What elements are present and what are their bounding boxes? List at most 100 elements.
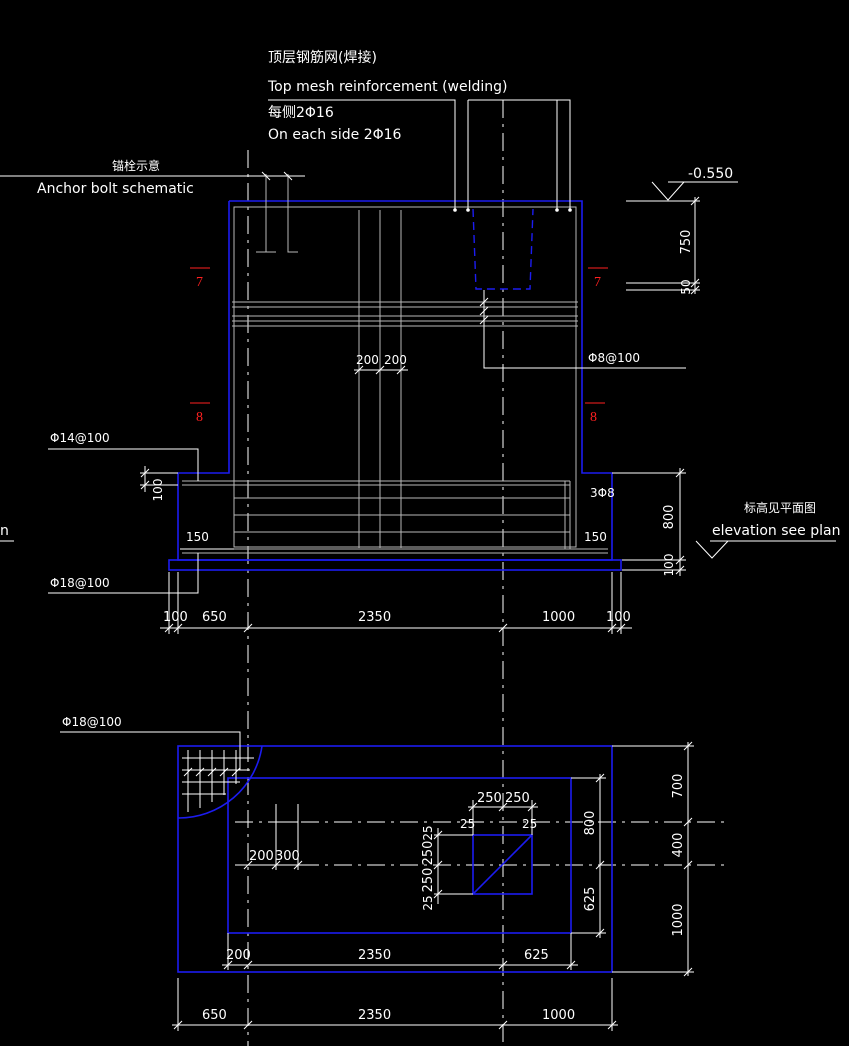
dim-tick [498,1020,508,1030]
bottom-dim-100-right: 100 [606,610,631,625]
dim-tick [683,860,693,870]
dim-tick [498,960,508,970]
section-view: 顶层钢筋网(焊接) Top mesh reinforcement (weldin… [0,49,840,634]
plan-dim-250-c: 250 [421,841,436,866]
dim-tick [243,860,253,870]
column-pocket-plan [472,834,533,895]
plan-inner-dim-625: 625 [524,948,549,963]
plan-dim-400: 400 [671,833,686,858]
anchor-label-en: Anchor bolt schematic [37,181,194,197]
plan-view: Φ18@100 200 300 250 250 25 25 25 250 250 [60,715,694,1031]
plan-dim-25-a: 25 [460,817,475,831]
dim-tick [498,623,508,633]
bar-dot [555,208,559,212]
bar-dot [568,208,572,212]
dim-tick [173,623,183,633]
dim-200-a: 200 [356,353,379,367]
rebar-phi14-label: Φ14@100 [50,431,110,445]
dim-tick [243,623,253,633]
dim-tick [396,365,406,375]
anchor-label-cn: 锚栓示意 [112,158,160,173]
anchor-leader-tick [261,171,271,181]
anchor-bolt [265,174,276,253]
dim-tick [433,860,443,870]
section-mark-7-left: 7 [196,275,203,290]
rebar-grid-detail [182,750,254,812]
phi8-leader [483,290,686,369]
dim-tick [243,1020,253,1030]
dim-tick [140,468,150,478]
dim-tick [675,565,685,575]
dim-tick [595,773,605,783]
dim-tick [498,802,508,812]
bottom-dim-2350: 2350 [358,610,391,625]
dim-tick [690,285,700,295]
plan-dim-250-d: 250 [421,868,436,893]
plan-dim-1000-right: 1000 [671,903,686,936]
plan-dim-250-a: 250 [477,791,502,806]
plan-dim-200: 200 [249,849,274,864]
dim-200-b: 200 [384,353,407,367]
rebar-phi8-label: Φ8@100 [588,351,640,365]
dim-tick [690,196,700,206]
dim-tick [479,306,489,316]
plan-rebar-phi18-label: Φ18@100 [62,715,122,729]
plan-phi18-leader [60,731,241,770]
elev-triangle [695,540,729,559]
plan-dim-700: 700 [671,774,686,799]
dim-tick [683,967,693,977]
dim-tick [375,365,385,375]
elev-label-cn: 标高见平面图 [744,500,816,515]
bottom-dim-100-left: 100 [163,610,188,625]
phi18-leader [48,553,199,594]
top-mesh-leader [268,99,456,210]
elev-label-en: elevation see plan [712,523,840,539]
dim-tick [479,297,489,307]
rebar-phi18-label: Φ18@100 [50,576,110,590]
dim-50: 50 [679,279,693,294]
dim-750: 750 [679,230,694,255]
plan-outer-dim-2350: 2350 [358,1008,391,1023]
each-side-label-en: On each side 2Φ16 [268,127,402,143]
dim-100-step: 100 [151,479,165,502]
dim-150-right: 150 [584,530,607,544]
level-triangle [651,181,685,201]
phi14-leader [48,448,199,481]
each-side-label-cn: 每侧2Φ16 [268,105,334,121]
dim-tick [223,960,233,970]
plan-dim-25-c: 25 [421,825,435,840]
footing-outline-plan [177,745,613,973]
dim-tick [566,960,576,970]
rebar-detail-arc [177,745,263,819]
dim-tick [683,741,693,751]
bar-dot [466,208,470,212]
dim-tick [607,623,617,633]
pier-rebar-cage [233,206,577,548]
bottom-dim-1000: 1000 [542,610,575,625]
plan-outer-dim-1000: 1000 [542,1008,575,1023]
dim-tick [433,830,443,840]
dim-tick [690,278,700,288]
dim-tick [243,960,253,970]
edge-fragment: n [0,523,9,539]
section-mark-8-left: 8 [196,410,203,425]
top-mesh-label-en: Top mesh reinforcement (welding) [267,79,508,95]
dim-tick [683,817,693,827]
plan-inner-dim-200: 200 [226,948,251,963]
pier-outline-plan [227,777,572,934]
dim-tick [433,889,443,899]
plan-dim-800: 800 [583,811,598,836]
dim-100-section: 100 [662,554,676,577]
anchor-leader-tick [283,171,293,181]
pocket-diagonal [472,834,533,895]
pier-footing-outline [177,200,613,561]
plan-dim-25-b: 25 [522,817,537,831]
top-mesh-label-cn: 顶层钢筋网(焊接) [268,49,377,66]
plan-dim-625-right: 625 [583,887,598,912]
dim-tick [616,623,626,633]
section-mark-7-right: 7 [594,275,601,290]
dim-800-section: 800 [662,505,677,530]
top-mesh-leader [468,99,571,210]
plan-dim-25-d: 25 [421,895,435,910]
